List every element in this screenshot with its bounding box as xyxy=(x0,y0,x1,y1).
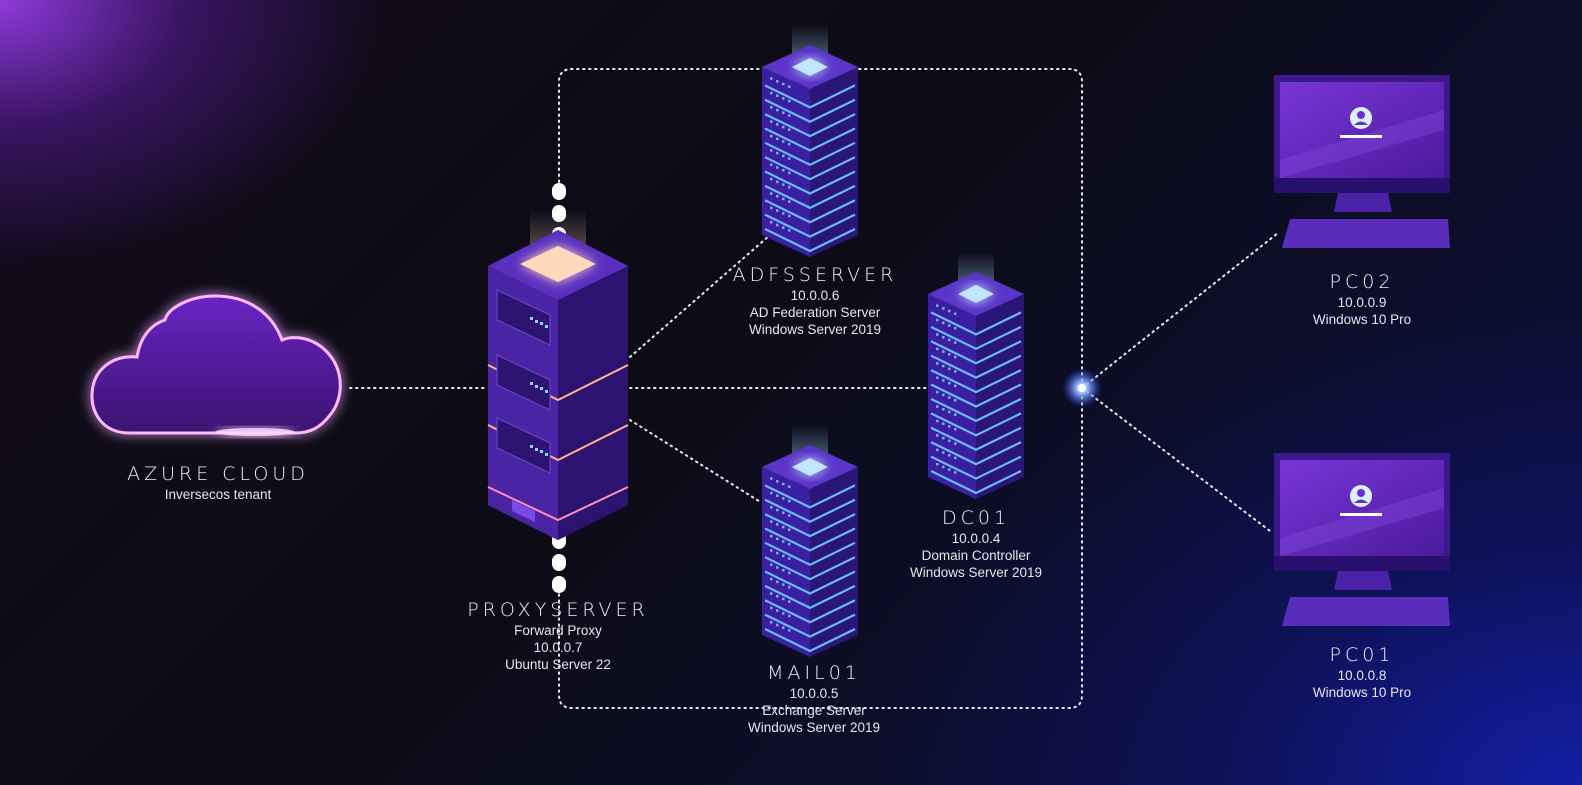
node-os: Windows 10 Pro xyxy=(1312,685,1412,700)
user-icon xyxy=(1340,485,1382,516)
azure-cloud-label: AZURE CLOUD Inversecos tenant xyxy=(127,462,309,503)
node-name: DC01 xyxy=(941,507,1011,529)
mail01-server-rack-icon xyxy=(762,425,858,657)
mail01-label: MAIL01 10.0.0.5 Exchange Server Windows … xyxy=(748,661,880,736)
connections xyxy=(349,68,1279,709)
node-ip: 10.0.0.5 xyxy=(789,686,839,701)
node-detail: Exchange Server xyxy=(762,703,866,718)
pc01-label: PC01 10.0.0.8 Windows 10 Pro xyxy=(1313,643,1411,701)
node-detail: Inversecos tenant xyxy=(164,487,272,502)
node-ip: 10.0.0.7 xyxy=(533,640,583,655)
link-hub-pc01 xyxy=(1081,387,1271,532)
node-detail: AD Federation Server xyxy=(749,305,881,320)
node-name: MAIL01 xyxy=(767,662,861,684)
node-name: AZURE CLOUD xyxy=(127,463,309,485)
node-os: Windows 10 Pro xyxy=(1312,312,1412,327)
node-name: PC01 xyxy=(1329,644,1395,666)
proxyserver-label: PROXYSERVER Forward Proxy 10.0.0.7 Ubunt… xyxy=(467,598,648,673)
link-proxy-mail01 xyxy=(629,419,763,504)
node-ip: 10.0.0.8 xyxy=(1337,668,1387,683)
dc01-server-rack-icon xyxy=(928,252,1024,499)
dc01-label: DC01 10.0.0.4 Domain Controller Windows … xyxy=(910,506,1042,581)
network-hub-icon xyxy=(1062,368,1102,408)
node-detail: Domain Controller xyxy=(921,548,1031,563)
node-os: Windows Server 2019 xyxy=(748,322,882,337)
adfsserver-label: ADFSSERVER 10.0.0.6 AD Federation Server… xyxy=(733,263,898,338)
node-ip: 10.0.0.4 xyxy=(951,531,1001,546)
node-ip: 10.0.0.6 xyxy=(790,288,840,303)
node-name: ADFSSERVER xyxy=(732,264,898,286)
user-icon xyxy=(1340,107,1382,138)
node-os: Windows Server 2019 xyxy=(747,720,881,735)
cloud-icon xyxy=(90,294,342,436)
node-os: Windows Server 2019 xyxy=(909,565,1043,580)
node-detail: Forward Proxy xyxy=(514,623,602,638)
node-os: Ubuntu Server 22 xyxy=(505,657,611,672)
pc02-desktop-pc-icon xyxy=(1274,75,1450,248)
link-loop-top xyxy=(558,68,1083,709)
link-proxy-adfs xyxy=(629,221,786,358)
pc02-label: PC02 10.0.0.9 Windows 10 Pro xyxy=(1313,270,1411,328)
node-name: PC02 xyxy=(1329,271,1395,293)
pc01-desktop-pc-icon xyxy=(1274,453,1450,626)
link-hub-pc02 xyxy=(1081,232,1279,389)
node-ip: 10.0.0.9 xyxy=(1337,295,1387,310)
proxyserver-server-rack-icon xyxy=(487,210,629,540)
adfsserver-server-rack-icon xyxy=(762,25,858,257)
node-name: PROXYSERVER xyxy=(467,599,649,621)
proxy-beads-bottom xyxy=(552,532,566,593)
